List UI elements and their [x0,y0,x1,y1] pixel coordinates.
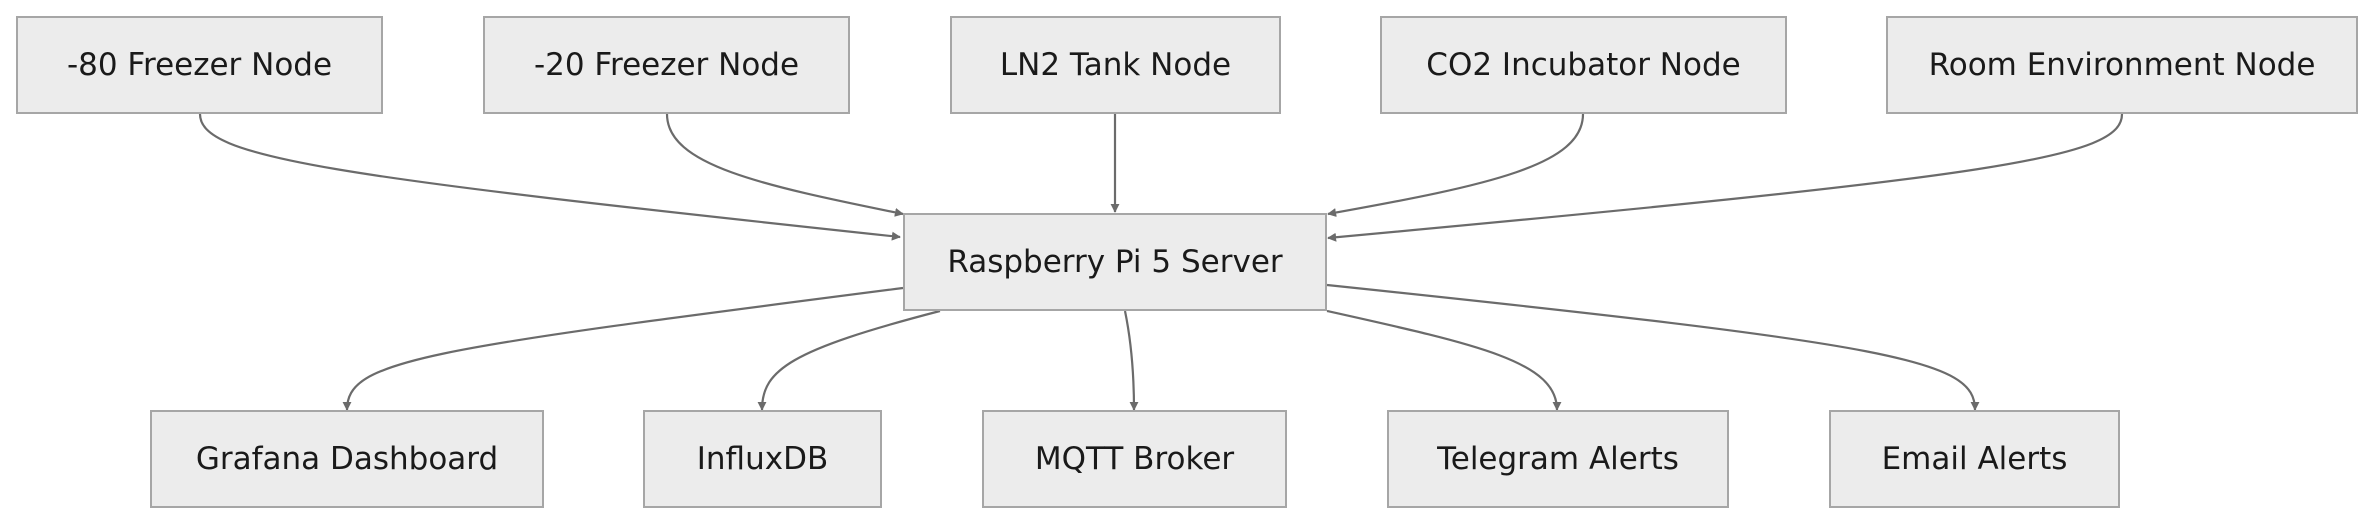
node-influxdb[interactable]: InfluxDB [643,410,882,508]
node-mqtt-broker-label: MQTT Broker [1034,441,1235,477]
node-mqtt-broker[interactable]: MQTT Broker [982,410,1287,508]
node-email-alerts-label: Email Alerts [1881,441,2068,477]
node-ln2-tank-label: LN2 Tank Node [999,47,1232,83]
edge-room-to-server [1327,113,2124,242]
edge-server-to-mqtt [1123,310,1139,411]
node-co2-incubator[interactable]: CO2 Incubator Node [1380,16,1787,114]
node-grafana-label: Grafana Dashboard [195,441,499,477]
edge-server-to-influx [757,309,941,411]
edge-server-to-grafana [342,286,904,411]
node-co2-incubator-label: CO2 Incubator Node [1426,47,1741,83]
edge-server-to-telegram [1326,309,1562,411]
edge-freezer80-to-server [198,113,901,241]
node-room-environment-label: Room Environment Node [1928,47,2316,83]
node-email-alerts[interactable]: Email Alerts [1829,410,2120,508]
node-freezer80-label: -80 Freezer Node [66,47,333,83]
edge-server-to-email [1326,283,1980,411]
node-ln2-tank[interactable]: LN2 Tank Node [950,16,1281,114]
node-telegram-alerts[interactable]: Telegram Alerts [1387,410,1729,508]
node-room-environment[interactable]: Room Environment Node [1886,16,2358,114]
node-grafana[interactable]: Grafana Dashboard [150,410,544,508]
node-influxdb-label: InfluxDB [696,441,829,477]
node-server[interactable]: Raspberry Pi 5 Server [903,213,1327,311]
node-freezer20[interactable]: -20 Freezer Node [483,16,850,114]
node-server-label: Raspberry Pi 5 Server [947,244,1283,280]
node-telegram-alerts-label: Telegram Alerts [1437,441,1679,477]
edge-freezer20-to-server [665,113,904,217]
edge-co2-to-server [1327,113,1585,218]
node-freezer20-label: -20 Freezer Node [533,47,800,83]
node-freezer80[interactable]: -80 Freezer Node [16,16,383,114]
